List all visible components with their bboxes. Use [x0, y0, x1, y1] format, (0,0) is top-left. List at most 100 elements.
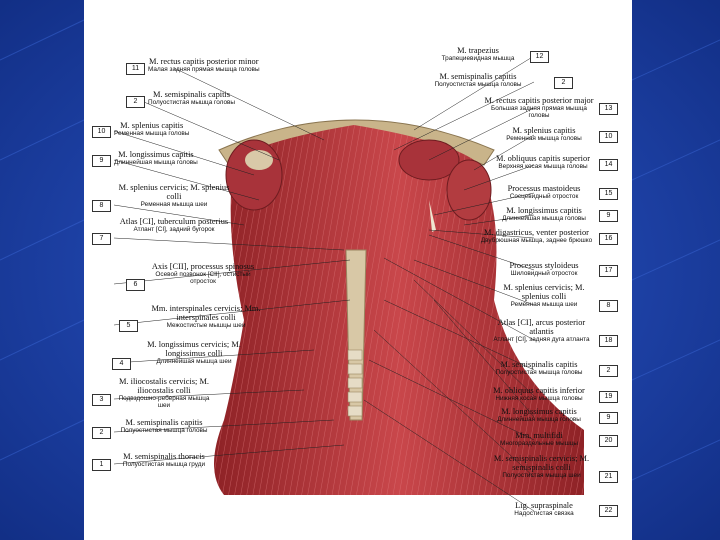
label-russian: Длиннейшая мышца головы: [494, 215, 594, 222]
label-number: 9: [599, 412, 618, 424]
label-number: 9: [92, 155, 111, 167]
label-number: 8: [92, 200, 111, 212]
label-right: M. splenius capitis Ременная мышца голов…: [494, 126, 594, 142]
label-russian: Ременная мышца головы: [494, 135, 594, 142]
label-right: M. longissimus capitis Длиннейшая мышца …: [494, 206, 594, 222]
label-number: 21: [599, 471, 618, 483]
label-right: M. semispinalis cervicis; M. semispinali…: [489, 454, 594, 479]
label-left: M. semispinalis capitis Полуостистая мыш…: [114, 418, 214, 434]
label-latin: M. obliquus capitis superior: [489, 154, 597, 163]
label-number: 15: [599, 188, 618, 200]
label-russian: Шиловидный отросток: [494, 270, 594, 277]
label-latin: Axis [CII], processus spinosus: [148, 262, 258, 271]
label-number: 12: [530, 51, 549, 63]
label-number: 4: [112, 358, 131, 370]
label-left: M. semispinalis thoracis Полуостистая мы…: [114, 452, 214, 468]
label-right: M. rectus capitis posterior major Больша…: [484, 96, 594, 120]
label-russian: Малая задняя прямая мышца головы: [148, 66, 260, 73]
label-russian: Полуостистая мышца шеи: [489, 472, 594, 479]
label-latin: Lig. supraspinale: [494, 501, 594, 510]
label-left: Axis [CII], processus spinosus Осевой по…: [148, 262, 258, 286]
label-latin: M. rectus capitis posterior minor: [148, 57, 260, 66]
label-latin: M. longissimus cervicis; M. longissimus …: [134, 340, 254, 358]
label-left: M. longissimus cervicis; M. longissimus …: [134, 340, 254, 365]
label-number: 20: [599, 435, 618, 447]
label-latin: M. splenius capitis: [114, 121, 189, 130]
label-left: M. splenius capitis Ременная мышца голов…: [114, 121, 189, 137]
label-number: 8: [599, 300, 618, 312]
anatomy-plate: 11 M. rectus capitis posterior minor Мал…: [84, 0, 632, 540]
label-number: 2: [126, 96, 145, 108]
label-right: Lig. supraspinale Надостистая связка: [494, 501, 594, 517]
label-latin: Mm. multifidi: [484, 431, 594, 440]
label-right: M. splenius cervicis; M. splenius colli …: [494, 283, 594, 308]
label-russian: Длиннейшая мышца головы: [484, 416, 594, 423]
label-latin: M. semispinalis capitis: [428, 72, 528, 81]
label-russian: Надостистая связка: [494, 510, 594, 517]
label-latin: M. splenius cervicis; M. splenius colli: [114, 183, 234, 201]
label-russian: Полуостистая мышца груди: [114, 461, 214, 468]
label-latin: M. semispinalis thoracis: [114, 452, 214, 461]
label-number: 7: [92, 233, 111, 245]
label-number: 17: [599, 265, 618, 277]
label-right: M. obliquus capitis inferior Нижняя коса…: [484, 386, 594, 402]
label-number: 2: [554, 77, 573, 89]
label-number: 19: [599, 391, 618, 403]
label-latin: M. semispinalis capitis: [114, 418, 214, 427]
label-russian: Атлант [CI], задняя дуга атланта: [489, 336, 594, 343]
label-russian: Ременная мышца шеи: [114, 201, 234, 208]
label-latin: M. iliocostalis cervicis; M. iliocostali…: [114, 377, 214, 395]
label-number: 18: [599, 335, 618, 347]
label-left: Atlas [CI], tuberculum posterius Атлант …: [114, 217, 234, 233]
label-right: Processus mastoideus Сосцевидный отросто…: [494, 184, 594, 200]
label-number: 5: [119, 320, 138, 332]
label-number: 10: [599, 131, 618, 143]
label-number: 13: [599, 103, 618, 115]
label-right: Atlas [CI], arcus posterior atlantis Атл…: [489, 318, 594, 343]
label-russian: Полуостистая мышца головы: [114, 427, 214, 434]
label-number: 11: [126, 63, 145, 75]
label-latin: M. semispinalis capitis: [484, 360, 594, 369]
label-right: M. longissimus capitis Длиннейшая мышца …: [484, 407, 594, 423]
label-number: 2: [92, 427, 111, 439]
label-right: M. obliquus capitis superior Верхняя кос…: [489, 154, 597, 170]
label-number: 3: [92, 394, 111, 406]
label-russian: Сосцевидный отросток: [494, 193, 594, 200]
label-russian: Длиннейшая мышца головы: [114, 159, 198, 166]
label-right: M. trapezius Трапециевидная мышца: [428, 46, 528, 62]
label-number: 6: [126, 279, 145, 291]
label-number: 22: [599, 505, 618, 517]
label-number: 9: [599, 210, 618, 222]
label-left: M. rectus capitis posterior minor Малая …: [148, 57, 260, 73]
label-latin: M. semispinalis capitis: [148, 90, 235, 99]
label-russian: Полуостистая мышца головы: [148, 99, 235, 106]
label-russian: Полуостистая мышца головы: [428, 81, 528, 88]
label-number: 1: [92, 459, 111, 471]
label-russian: Подвздошно-реберная мышца шеи: [114, 395, 214, 410]
label-russian: Атлант [CI], задний бугорок: [114, 226, 234, 233]
label-russian: Полуостистая мышца головы: [484, 369, 594, 376]
label-latin: M. trapezius: [428, 46, 528, 55]
label-number: 2: [599, 365, 618, 377]
label-latin: Processus styloideus: [494, 261, 594, 270]
label-left: M. splenius cervicis; M. splenius colli …: [114, 183, 234, 208]
label-left: M. semispinalis capitis Полуостистая мыш…: [148, 90, 235, 106]
label-russian: Многораздельные мышцы: [484, 440, 594, 447]
label-latin: M. longissimus capitis: [494, 206, 594, 215]
label-left: Mm. interspinales cervicis; Mm. interspi…: [141, 304, 271, 329]
label-russian: Двубрюшная мышца, заднее брюшко: [479, 237, 594, 244]
label-russian: Ременная мышца шеи: [494, 301, 594, 308]
label-latin: M. longissimus capitis: [114, 150, 198, 159]
label-latin: M. splenius cervicis; M. splenius colli: [494, 283, 594, 301]
label-right: M. digastricus, venter posterior Двубрюш…: [479, 228, 594, 244]
label-latin: M. splenius capitis: [494, 126, 594, 135]
label-latin: Mm. interspinales cervicis; Mm. interspi…: [141, 304, 271, 322]
label-russian: Ременная мышца головы: [114, 130, 189, 137]
label-latin: M. obliquus capitis inferior: [484, 386, 594, 395]
label-latin: M. digastricus, venter posterior: [479, 228, 594, 237]
label-russian: Верхняя косая мышца головы: [489, 163, 597, 170]
label-latin: M. semispinalis cervicis; M. semispinali…: [489, 454, 594, 472]
label-russian: Межостистые мышцы шеи: [141, 322, 271, 329]
label-russian: Трапециевидная мышца: [428, 55, 528, 62]
label-left: M. longissimus capitis Длиннейшая мышца …: [114, 150, 198, 166]
